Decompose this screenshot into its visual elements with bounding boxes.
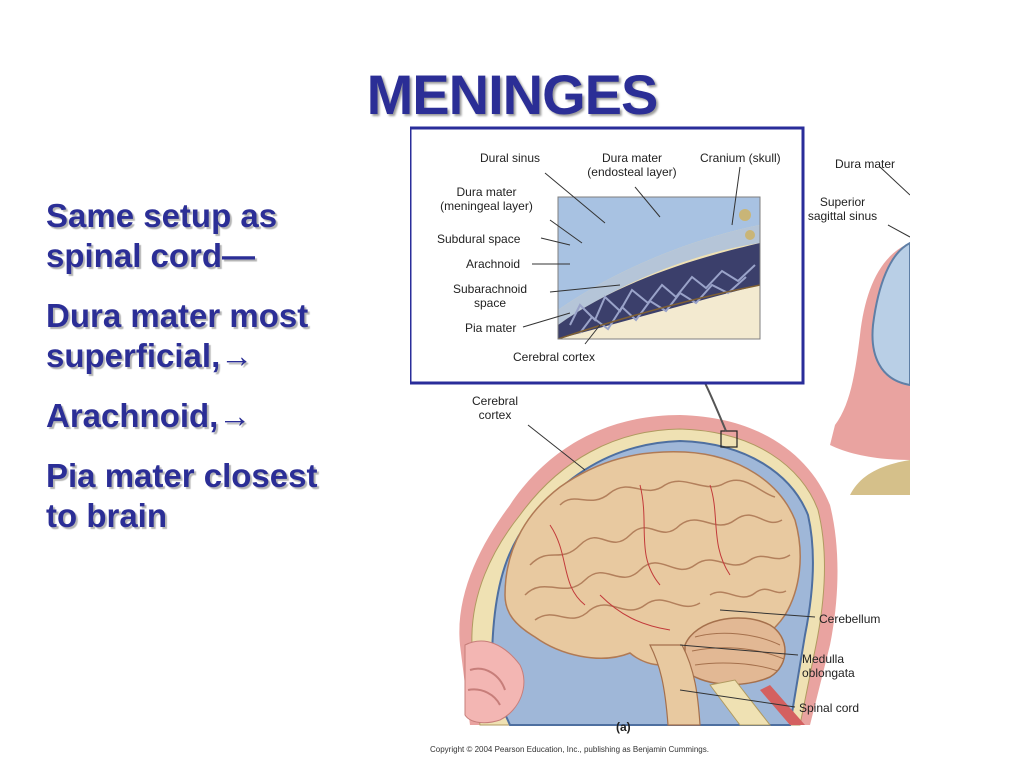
meninges-layers-inset xyxy=(410,126,805,385)
bullet-line: superficial,→ xyxy=(46,337,254,374)
label-line: Dura mater xyxy=(601,151,663,165)
bullet-line: Arachnoid,→ xyxy=(46,397,252,434)
label-line: (endosteal layer) xyxy=(587,165,677,179)
anatomy-illustration xyxy=(410,126,910,726)
label-line: sagittal sinus xyxy=(807,209,878,223)
label-line: Subarachnoid xyxy=(452,282,528,296)
label-line: Medulla xyxy=(802,652,845,666)
label-cerebellum: Cerebellum xyxy=(819,612,881,626)
bullet-item: Dura mater most superficial,→ xyxy=(46,296,396,376)
label-line: Cerebral xyxy=(471,394,519,408)
label-line: space xyxy=(473,296,507,310)
bullet-item: Arachnoid,→ xyxy=(46,396,396,436)
meninges-figure: Dural sinus Dura mater (endosteal layer)… xyxy=(410,125,910,768)
label-subdural-space: Subdural space xyxy=(437,232,521,246)
bullet-line: spinal cord— xyxy=(46,237,256,274)
head-sagittal-illustration xyxy=(459,345,838,726)
label-line: Dura mater xyxy=(456,185,517,199)
label-line: (meningeal layer) xyxy=(440,199,533,213)
label-side-dura-mater: Dura mater xyxy=(835,157,896,171)
bullet-line: Same setup as xyxy=(46,197,278,234)
bullet-line: Dura mater most xyxy=(46,297,309,334)
label-medulla-oblongata: Medulla oblongata xyxy=(802,652,855,680)
label-cerebral-cortex: Cerebral cortex xyxy=(460,394,530,422)
label-superior-sagittal-sinus: Superior sagittal sinus xyxy=(795,195,890,223)
bullet-line: Pia mater closest xyxy=(46,457,318,494)
slide-title: MENINGES xyxy=(366,63,659,126)
label-subarachnoid-space: Subarachnoid space xyxy=(440,282,540,310)
panel-label: (a) xyxy=(616,720,631,734)
label-dura-endosteal: Dura mater (endosteal layer) xyxy=(572,151,692,179)
label-dural-sinus: Dural sinus xyxy=(480,151,541,165)
bullet-line: to brain xyxy=(46,497,167,534)
label-pia-mater: Pia mater xyxy=(465,321,517,335)
label-line: Superior xyxy=(819,195,866,209)
label-cerebral-cortex-inset: Cerebral cortex xyxy=(513,350,596,364)
bullet-item: Pia mater closest to brain xyxy=(46,456,396,536)
copyright-text: Copyright © 2004 Pearson Education, Inc.… xyxy=(430,745,709,754)
label-line: cortex xyxy=(478,408,512,422)
label-line: oblongata xyxy=(802,666,855,680)
label-dura-meningeal: Dura mater (meningeal layer) xyxy=(424,185,549,213)
label-arachnoid: Arachnoid xyxy=(466,257,521,271)
label-spinal-cord: Spinal cord xyxy=(799,701,860,715)
side-view-illustration xyxy=(830,166,910,495)
bullet-list: Same setup as spinal cord— Dura mater mo… xyxy=(46,196,396,556)
bullet-item: Same setup as spinal cord— xyxy=(46,196,396,276)
label-cranium: Cranium (skull) xyxy=(700,151,781,165)
